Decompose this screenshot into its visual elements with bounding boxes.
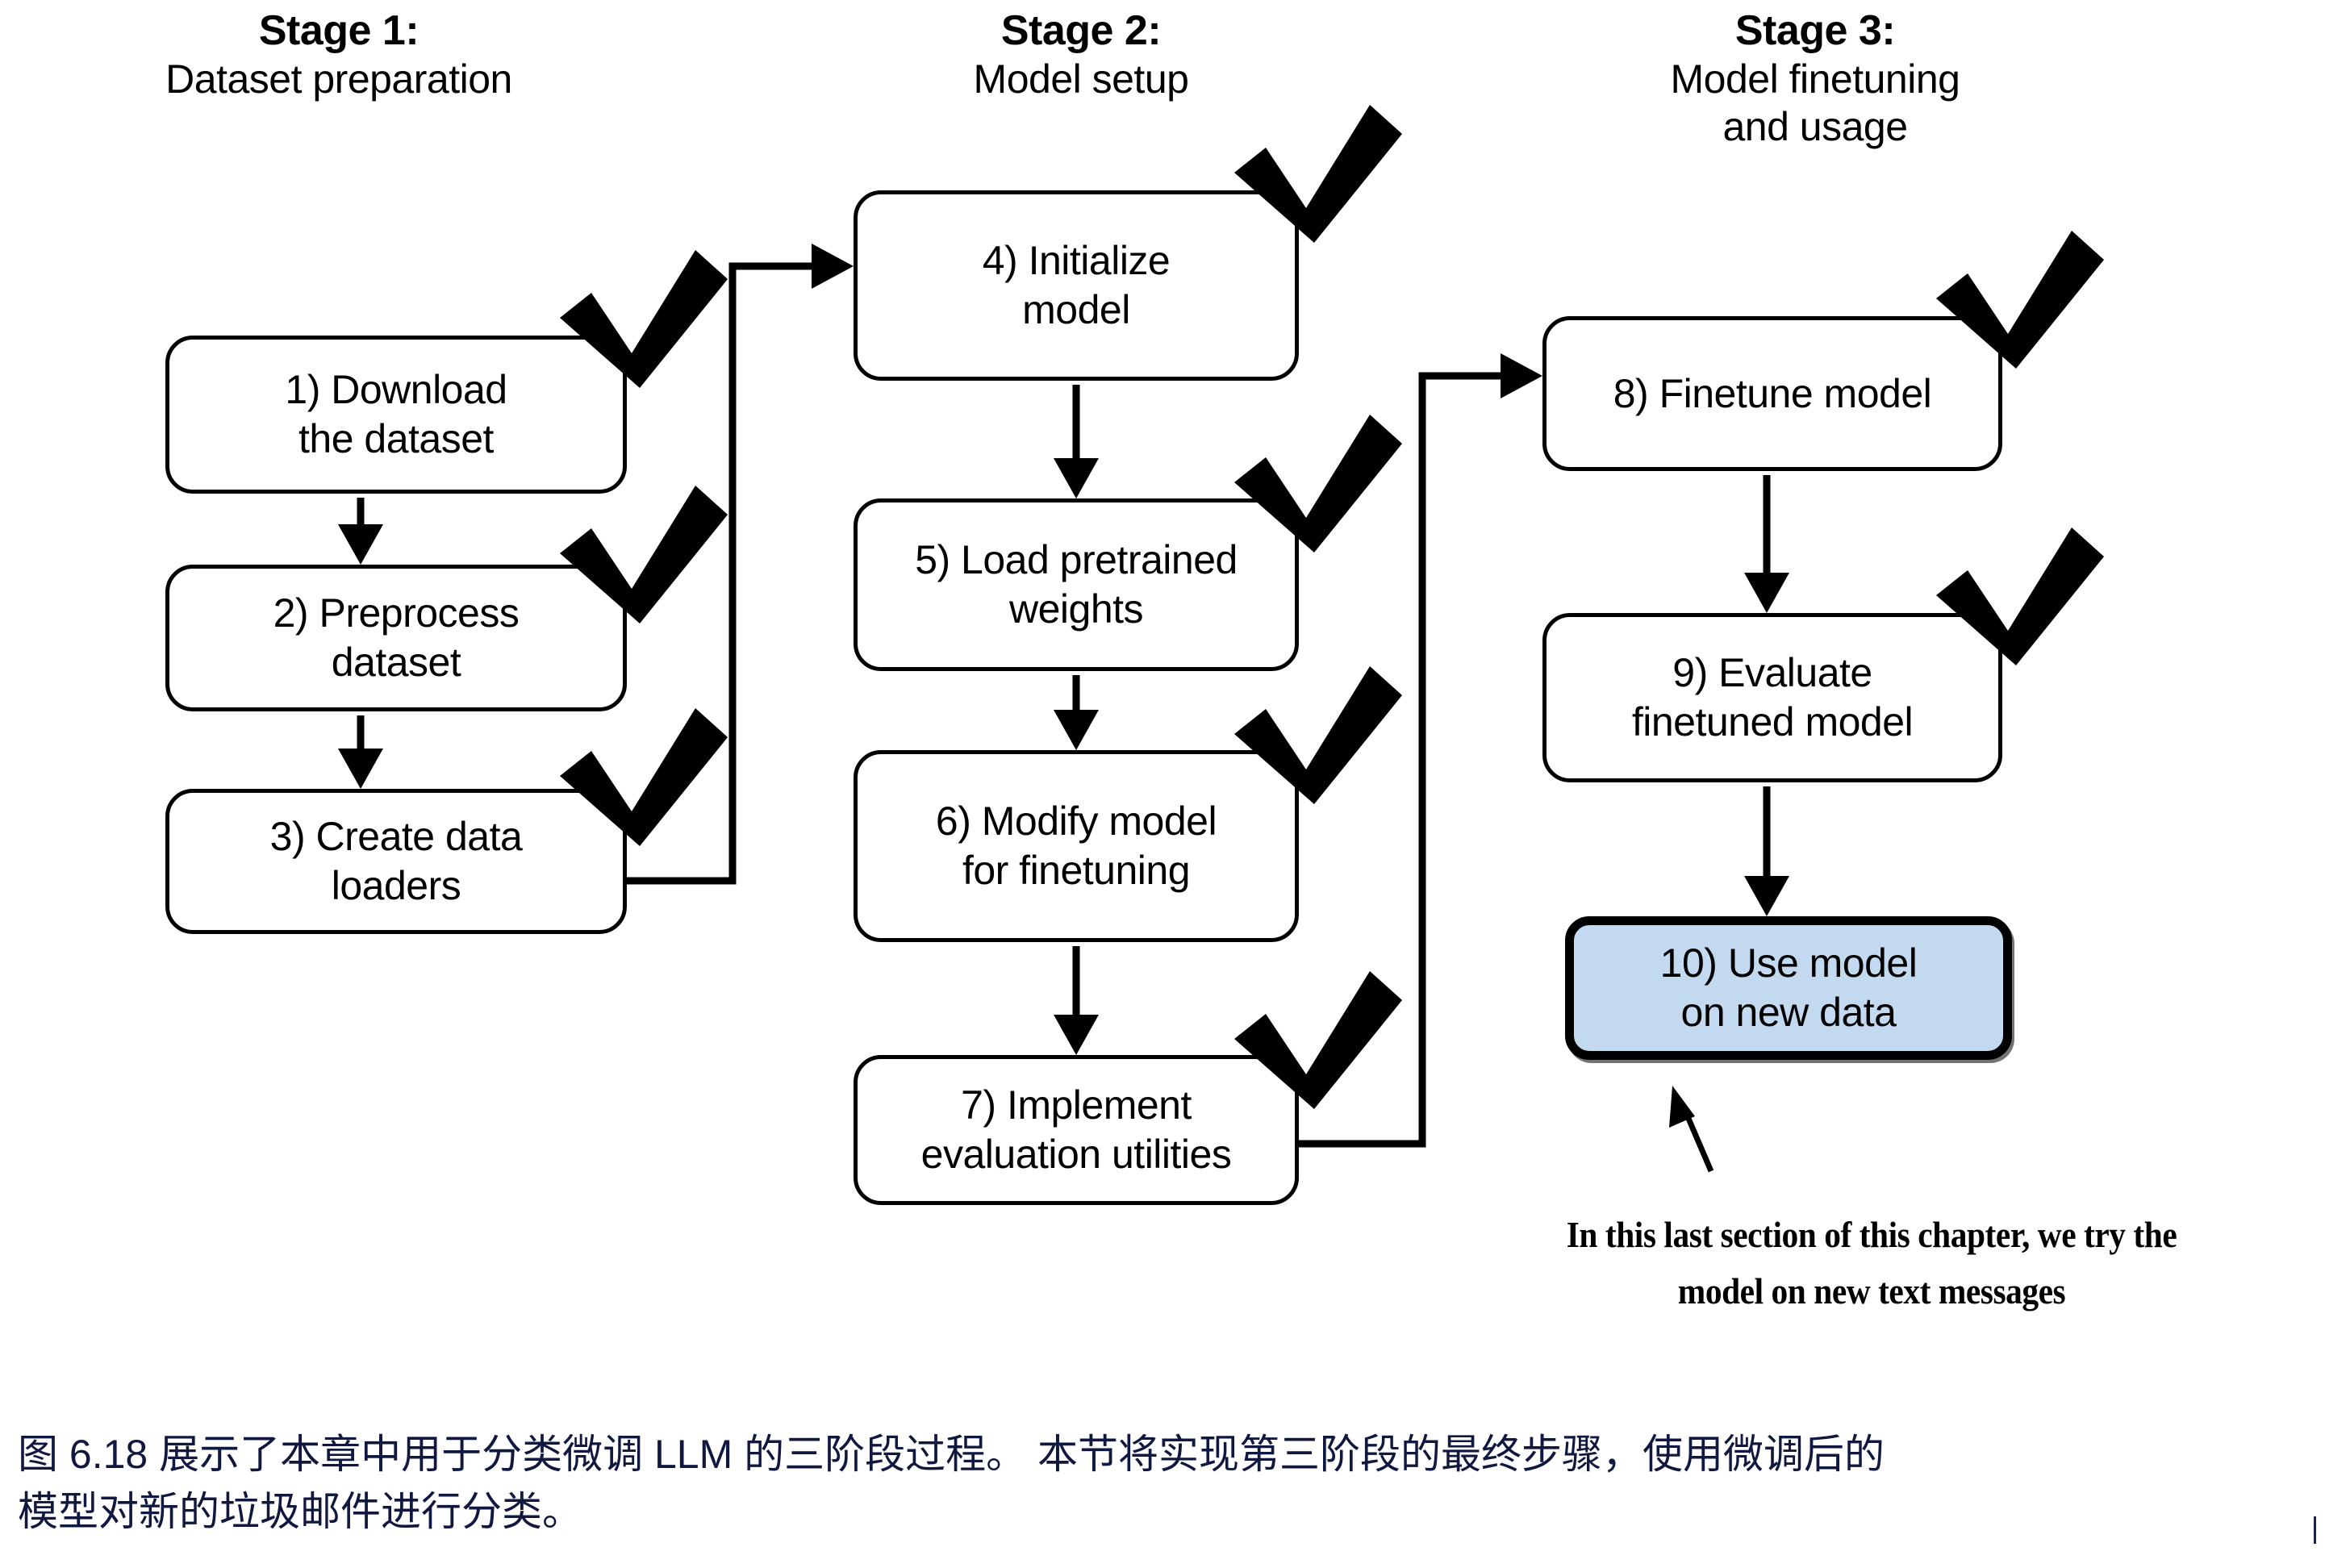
- page-edge-tick: [2314, 1516, 2316, 1544]
- step-node-4[interactable]: 4) Initialize model: [854, 190, 1299, 381]
- arrow-4-to-5: [1054, 385, 1099, 498]
- step-7-line-1: 7) Implement: [961, 1082, 1192, 1128]
- step-6-line-2: for finetuning: [962, 848, 1191, 893]
- stage-1-title: Stage 1:: [258, 7, 420, 54]
- step-10-line-1: 10) Use model: [1659, 940, 1918, 986]
- step-node-8[interactable]: 8) Finetune model: [1542, 316, 2002, 471]
- step-8-line-1: 8) Finetune model: [1613, 370, 1932, 416]
- annotation-line-1: In this last section of this chapter, we…: [1566, 1214, 2177, 1255]
- stage-2-subtitle: Model setup: [973, 56, 1189, 102]
- annotation-line-2: model on new text messages: [1677, 1270, 2066, 1312]
- step-node-10[interactable]: 10) Use model on new data: [1565, 916, 2012, 1060]
- step-3-line-2: loaders: [331, 863, 461, 908]
- step-10-line-2: on new data: [1680, 990, 1897, 1035]
- arrow-1-to-2: [338, 498, 383, 565]
- caption-line-1: 图 6.18 展示了本章中用于分类微调 LLM 的三阶段过程。 本节将实现第三阶…: [18, 1432, 1885, 1477]
- step-node-6[interactable]: 6) Modify model for finetuning: [854, 750, 1299, 942]
- stage-3-title: Stage 3:: [1734, 7, 1896, 54]
- stage-3-header: Stage 3: Model finetuning and usage: [1492, 6, 2138, 151]
- step-node-1[interactable]: 1) Download the dataset: [165, 336, 627, 494]
- connector-stage2-to-stage3: [1299, 353, 1542, 1148]
- step-5-line-2: weights: [1008, 586, 1144, 632]
- step-1-line-1: 1) Download: [285, 367, 507, 412]
- step-node-5[interactable]: 5) Load pretrained weights: [854, 498, 1299, 671]
- connector-stage1-to-stage2: [627, 244, 854, 885]
- stage-2-title: Stage 2:: [1000, 7, 1162, 54]
- annotation-pointer-arrow: [1669, 1086, 1714, 1173]
- step-3-line-1: 3) Create data: [269, 814, 523, 859]
- step-9-line-2: finetuned model: [1631, 699, 1914, 744]
- step-2-line-2: dataset: [331, 640, 461, 685]
- annotation-text: In this last section of this chapter, we…: [1465, 1207, 2278, 1320]
- arrow-5-to-6: [1054, 675, 1099, 750]
- step-4-line-2: model: [1022, 287, 1130, 332]
- stage-1-subtitle: Dataset preparation: [165, 56, 512, 102]
- step-node-7[interactable]: 7) Implement evaluation utilities: [854, 1055, 1299, 1205]
- figure-caption: 图 6.18 展示了本章中用于分类微调 LLM 的三阶段过程。 本节将实现第三阶…: [18, 1426, 2309, 1541]
- stage-3-subtitle-line-1: Model finetuning: [1670, 56, 1960, 102]
- step-4-line-1: 4) Initialize: [982, 238, 1171, 283]
- arrow-8-to-9: [1744, 475, 1789, 613]
- step-node-2[interactable]: 2) Preprocess dataset: [165, 565, 627, 711]
- step-7-line-2: evaluation utilities: [920, 1132, 1232, 1177]
- stage-3-subtitle-line-2: and usage: [1722, 104, 1908, 150]
- step-node-3[interactable]: 3) Create data loaders: [165, 789, 627, 934]
- step-node-9[interactable]: 9) Evaluate finetuned model: [1542, 613, 2002, 782]
- arrow-2-to-3: [338, 715, 383, 789]
- step-9-line-1: 9) Evaluate: [1672, 650, 1872, 695]
- step-2-line-1: 2) Preprocess: [273, 590, 520, 636]
- arrow-6-to-7: [1054, 946, 1099, 1055]
- caption-line-2: 模型对新的垃圾邮件进行分类。: [18, 1489, 582, 1534]
- stage-1-header: Stage 1: Dataset preparation: [48, 6, 629, 103]
- stage-2-header: Stage 2: Model setup: [831, 6, 1331, 103]
- step-1-line-2: the dataset: [298, 416, 494, 461]
- arrow-9-to-10: [1744, 786, 1789, 916]
- step-5-line-1: 5) Load pretrained: [915, 537, 1238, 582]
- step-6-line-1: 6) Modify model: [935, 799, 1217, 844]
